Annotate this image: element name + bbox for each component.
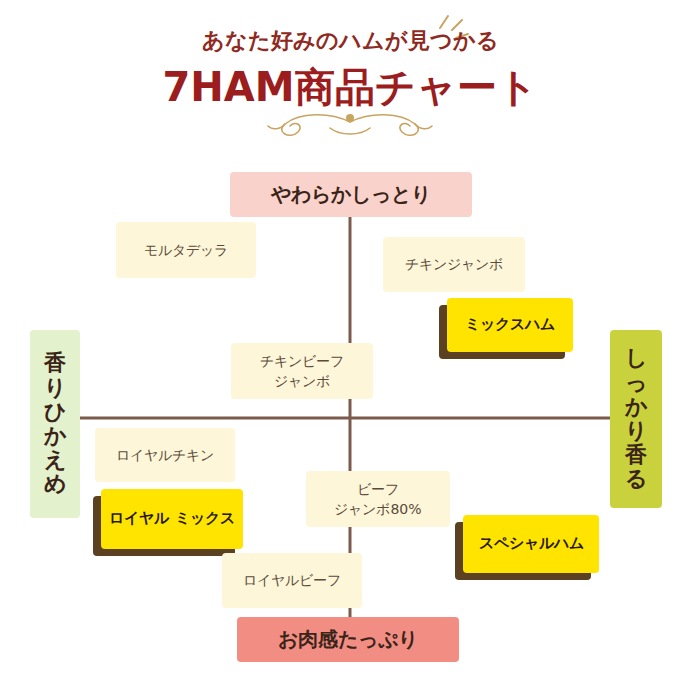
product-name: やわらかしっとり bbox=[271, 180, 431, 209]
axis-lines bbox=[80, 212, 612, 618]
product-name: チキンジャンボ bbox=[405, 254, 503, 274]
axis-label: やわらかしっとり bbox=[230, 172, 472, 217]
ornament-dot bbox=[346, 114, 354, 122]
chart-subtitle: あなた好みのハムが見つかる bbox=[0, 26, 700, 56]
ornament-swirl bbox=[268, 124, 285, 129]
product-box: ロイヤルビーフ bbox=[222, 553, 362, 608]
product-box: チキンジャンボ bbox=[383, 237, 525, 292]
product-name: スペシャルハム bbox=[479, 533, 584, 555]
featured-product-box: ロイヤル ミックス bbox=[101, 489, 243, 549]
product-name: ビーフ ジャンボ80% bbox=[314, 479, 442, 520]
axis-label: 香りひかえめ bbox=[30, 330, 80, 518]
product-box: チキンビーフ ジャンボ bbox=[231, 343, 373, 400]
product-box: ロイヤルチキン bbox=[95, 428, 235, 482]
product-name: モルタデッラ bbox=[144, 240, 228, 260]
product-box: ビーフ ジャンボ80% bbox=[306, 471, 450, 528]
axis-text: 香りひかえめ bbox=[44, 351, 66, 496]
product-name: ロイヤルビーフ bbox=[243, 570, 341, 590]
chart-title: 7HAM商品チャート bbox=[0, 60, 700, 115]
axis-label: しっかり香る bbox=[610, 330, 662, 508]
product-name: ロイヤルチキン bbox=[116, 445, 214, 465]
axis-text: しっかり香る bbox=[625, 346, 647, 491]
featured-product-box: ミックスハム bbox=[447, 298, 573, 352]
featured-product-box: スペシャルハム bbox=[463, 515, 599, 573]
ornament-swirl bbox=[415, 124, 432, 129]
product-box: モルタデッラ bbox=[116, 222, 256, 278]
product-name: チキンビーフ ジャンボ bbox=[239, 351, 365, 392]
product-name: ミックスハム bbox=[465, 314, 555, 336]
axis-label: お肉感たっぷり bbox=[237, 617, 459, 662]
horizontal-axis bbox=[80, 417, 612, 420]
product-name: ロイヤル ミックス bbox=[109, 508, 234, 530]
product-name: お肉感たっぷり bbox=[278, 625, 418, 654]
ornament-swirl bbox=[330, 128, 370, 134]
